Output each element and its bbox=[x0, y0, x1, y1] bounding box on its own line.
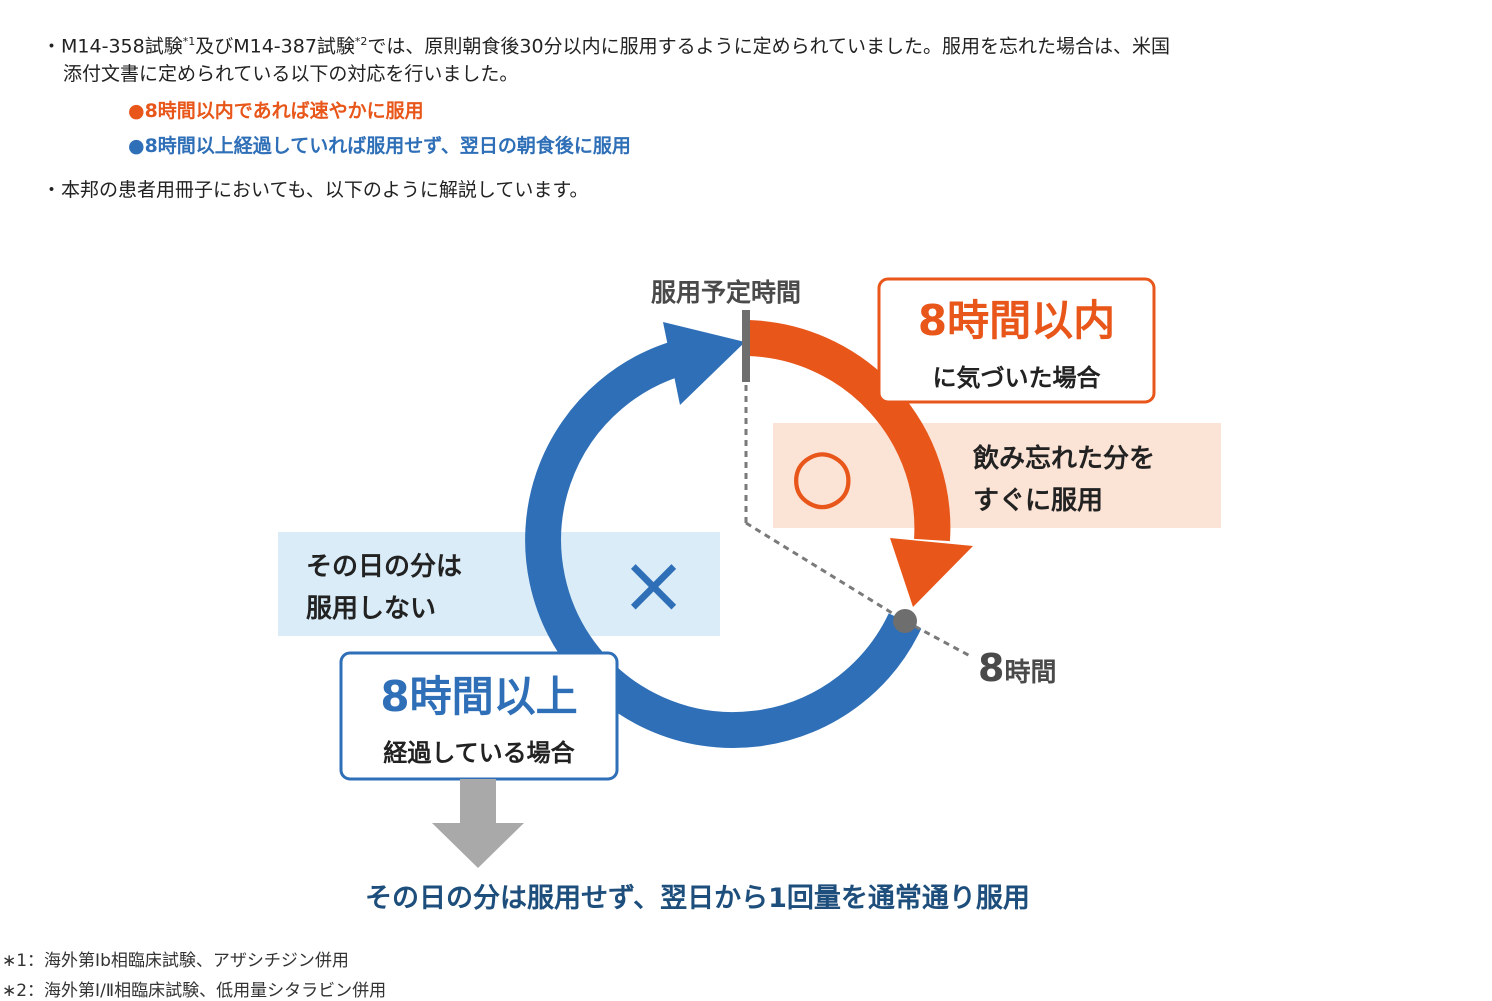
bullet-1-line-2: 添付文書に定められている以下の対応を行いました。 bbox=[63, 63, 519, 85]
blue-rule-item: ●8時間以上経過していれば服用せず、翌日の朝食後に服用 bbox=[128, 135, 631, 157]
over-action-line-2: 服用しない bbox=[306, 594, 437, 624]
footnote-ref-1: *1 bbox=[182, 35, 196, 48]
down-arrow-shaft bbox=[460, 779, 496, 823]
guide-line-to-label bbox=[904, 619, 973, 659]
bullet-1-text-3: では、原則朝食後30分以内に服用するように定められていました。服用を忘れた場合は… bbox=[367, 35, 1171, 58]
orange-rule-item: ●8時間以内であれば速やかに服用 bbox=[128, 100, 424, 122]
eight-hour-marker bbox=[893, 609, 917, 633]
bullet-1-text-1: M14-358試験 bbox=[61, 35, 183, 58]
circle-ok-icon: ○ bbox=[790, 432, 855, 518]
within-callout-box bbox=[877, 277, 1156, 404]
orange-arrow-head bbox=[890, 538, 973, 607]
bullet-dot: ・ bbox=[42, 35, 62, 58]
eight-hours-number: 8 bbox=[978, 646, 1005, 690]
footnote-1: ∗1：海外第Ⅰb相臨床試験、アザシチジン併用 bbox=[2, 951, 349, 971]
over-callout-title: 8時間以上 bbox=[380, 672, 578, 721]
over-action-panel bbox=[278, 532, 720, 636]
within-action-line-1: 飲み忘れた分を bbox=[973, 444, 1156, 474]
within-action-line-2: すぐに服用 bbox=[973, 486, 1104, 516]
footnote-ref-2: *2 bbox=[354, 35, 368, 48]
bullet-2: ・本邦の患者用冊子においても、以下のように解説しています。 bbox=[42, 174, 588, 206]
blue-arrow-head bbox=[663, 322, 745, 405]
cross-ng-icon: × bbox=[620, 538, 688, 631]
bullet-1-text-2: 及びM14-387試験 bbox=[195, 35, 355, 58]
over-callout-subtitle: 経過している場合 bbox=[383, 739, 575, 767]
eight-hours-label: 8時間 bbox=[978, 646, 1056, 690]
within-action-panel bbox=[773, 423, 1221, 528]
guide-line-to-8h bbox=[745, 521, 906, 623]
within-callout-title: 8時間以内 bbox=[917, 296, 1116, 345]
conclusion-text: その日の分は服用せず、翌日から1回量を通常通り服用 bbox=[365, 883, 1030, 914]
bullet-2-text: 本邦の患者用冊子においても、以下のように解説しています。 bbox=[61, 179, 589, 201]
over-action-line-1: その日の分は bbox=[306, 552, 463, 582]
eight-hours-unit: 時間 bbox=[1004, 658, 1057, 688]
footnote-2: ∗2：海外第Ⅰ/Ⅱ相臨床試験、低用量シタラビン併用 bbox=[2, 981, 387, 1001]
bullet-dot: ・ bbox=[42, 179, 62, 201]
scheduled-time-tick bbox=[742, 310, 750, 382]
down-arrow-head bbox=[432, 823, 524, 868]
within-callout-subtitle: に気づいた場合 bbox=[932, 364, 1101, 392]
bullet-1: ・M14-358試験*1及びM14-387試験*2では、原則朝食後30分以内に服… bbox=[42, 26, 1170, 62]
scheduled-time-label: 服用予定時間 bbox=[651, 278, 802, 307]
